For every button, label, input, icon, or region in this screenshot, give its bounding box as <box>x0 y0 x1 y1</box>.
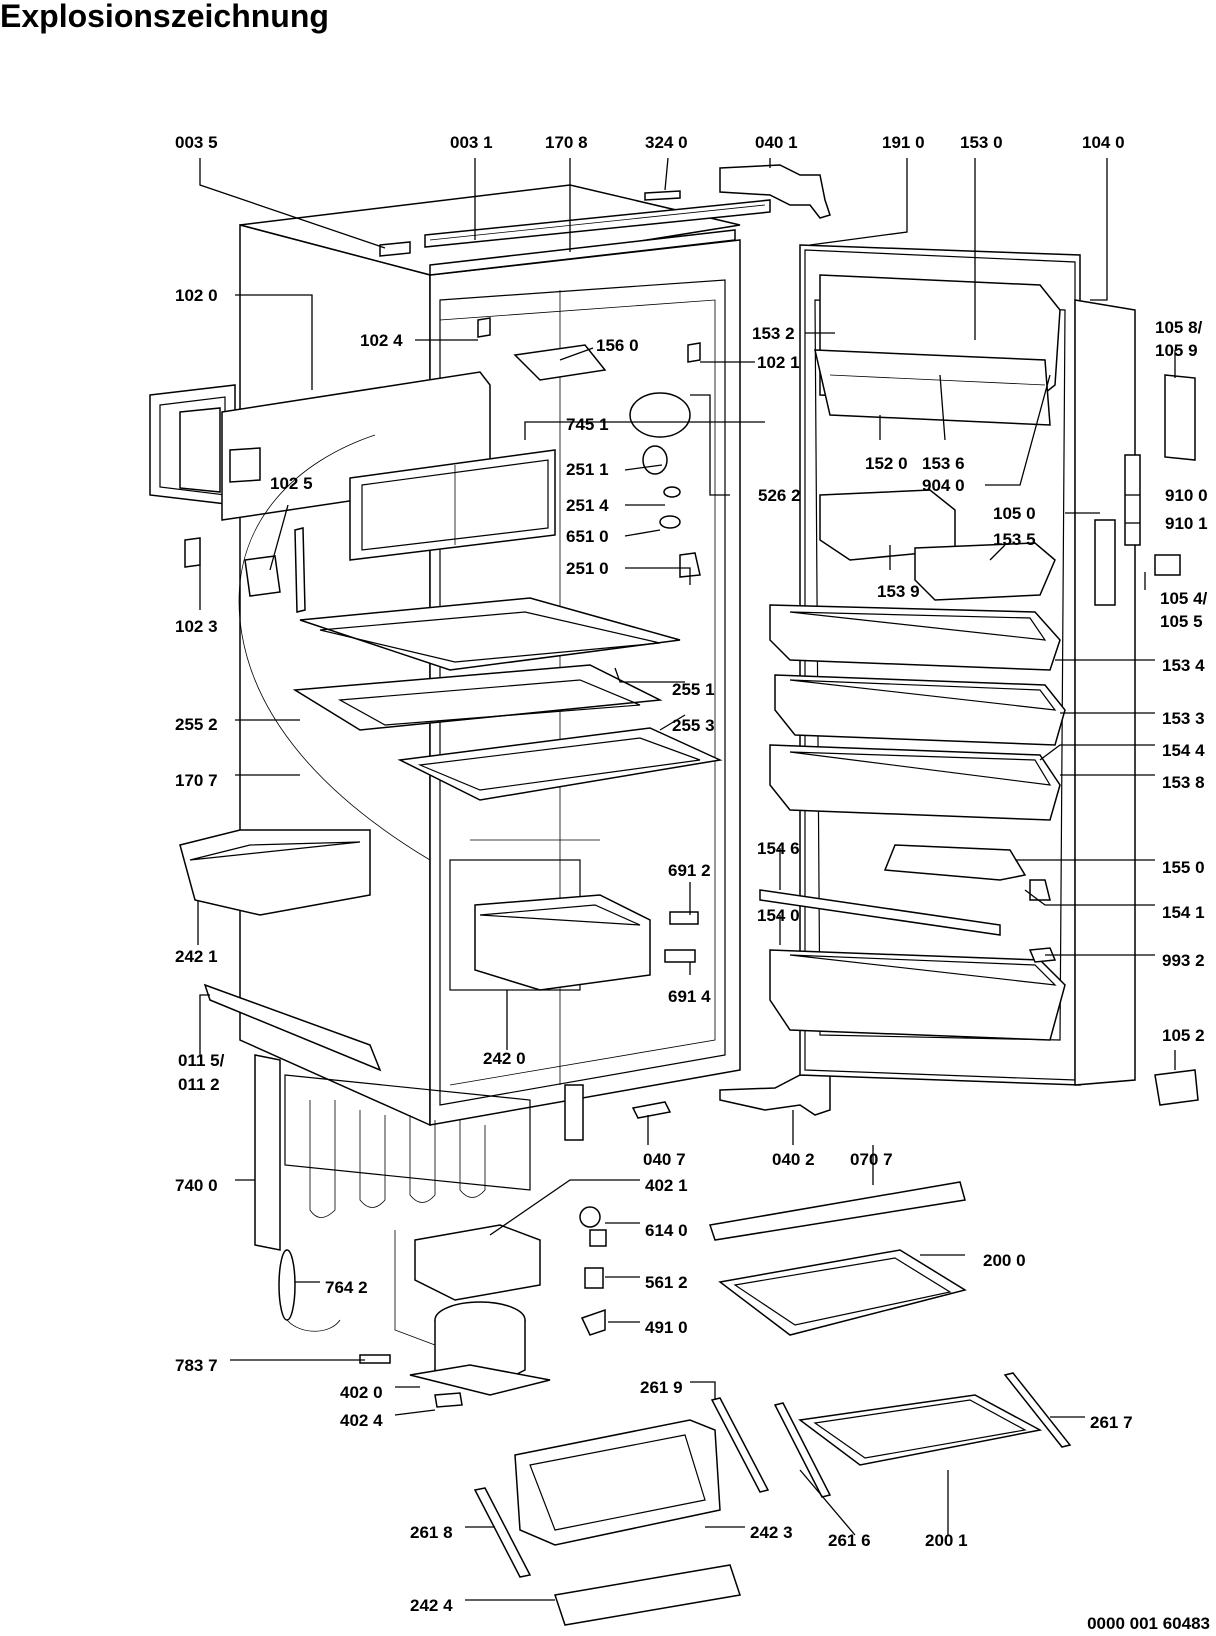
label-740-0: 740 0 <box>175 1176 218 1195</box>
label-261-8: 261 8 <box>410 1523 453 1542</box>
label-153-5: 153 5 <box>993 530 1036 549</box>
label-105-5: 105 5 <box>1160 612 1203 631</box>
label-154-6: 154 6 <box>757 839 800 858</box>
label-251-1: 251 1 <box>566 460 609 479</box>
label-156-0: 156 0 <box>596 336 639 355</box>
label-105-4: 105 4/ <box>1160 589 1208 608</box>
label-261-9: 261 9 <box>640 1378 683 1397</box>
label-154-0: 154 0 <box>757 906 800 925</box>
label-154-4: 154 4 <box>1162 741 1205 760</box>
label-170-8: 170 8 <box>545 133 588 152</box>
label-040-1: 040 1 <box>755 133 798 152</box>
label-153-4: 153 4 <box>1162 656 1205 675</box>
top-parts <box>379 164 831 276</box>
label-105-9: 105 9 <box>1155 341 1198 360</box>
label-491-0: 491 0 <box>645 1318 688 1337</box>
label-910-0: 910 0 <box>1165 486 1208 505</box>
document-number: 0000 001 60483 <box>1087 1614 1210 1633</box>
label-152-0: 152 0 <box>865 454 908 473</box>
label-105-8: 105 8/ <box>1155 318 1203 337</box>
label-191-0: 191 0 <box>882 133 925 152</box>
label-153-3: 153 3 <box>1162 709 1205 728</box>
bottom-frames <box>473 1181 1072 1626</box>
label-261-7: 261 7 <box>1090 1413 1133 1432</box>
label-402-4: 402 4 <box>340 1411 383 1430</box>
label-102-1: 102 1 <box>757 353 800 372</box>
label-153-8: 153 8 <box>1162 773 1205 792</box>
label-614-0: 614 0 <box>645 1221 688 1240</box>
label-153-6: 153 6 <box>922 454 965 473</box>
label-200-1: 200 1 <box>925 1531 968 1550</box>
label-070-7: 070 7 <box>850 1150 893 1169</box>
label-255-1: 255 1 <box>672 680 715 699</box>
condenser-coil <box>254 1054 584 1332</box>
label-105-0: 105 0 <box>993 504 1036 523</box>
label-104-0: 104 0 <box>1082 133 1125 152</box>
part-labels: 003 5 003 1 170 8 324 0 040 1 191 0 153 … <box>175 133 1208 1615</box>
label-526-2: 526 2 <box>758 486 801 505</box>
label-993-2: 993 2 <box>1162 951 1205 970</box>
glass-shelves <box>292 597 723 801</box>
page-title: Explosionszeichnung <box>0 0 329 34</box>
label-324-0: 324 0 <box>645 133 688 152</box>
label-651-0: 651 0 <box>566 527 609 546</box>
label-003-1: 003 1 <box>450 133 493 152</box>
label-102-5: 102 5 <box>270 474 313 493</box>
leader-lines <box>197 157 1176 1601</box>
label-783-7: 783 7 <box>175 1356 218 1375</box>
label-153-0: 153 0 <box>960 133 1003 152</box>
label-200-0: 200 0 <box>983 1251 1026 1270</box>
label-040-2: 040 2 <box>772 1150 815 1169</box>
label-255-2: 255 2 <box>175 715 218 734</box>
label-242-4: 242 4 <box>410 1596 453 1615</box>
label-105-2: 105 2 <box>1162 1026 1205 1045</box>
label-155-0: 155 0 <box>1162 858 1205 877</box>
label-102-0: 102 0 <box>175 286 218 305</box>
label-170-7: 170 7 <box>175 771 218 790</box>
label-910-1: 910 1 <box>1165 514 1208 533</box>
label-011-2: 011 2 <box>178 1075 220 1094</box>
label-691-4: 691 4 <box>668 987 711 1006</box>
label-251-4: 251 4 <box>566 496 609 515</box>
label-040-7: 040 7 <box>643 1150 686 1169</box>
label-102-3: 102 3 <box>175 617 218 636</box>
label-003-5: 003 5 <box>175 133 218 152</box>
label-153-2: 153 2 <box>752 324 795 343</box>
label-402-1: 402 1 <box>645 1176 688 1195</box>
door-bins <box>759 274 1199 1106</box>
label-691-2: 691 2 <box>668 861 711 880</box>
label-242-0: 242 0 <box>483 1049 526 1068</box>
label-011-5: 011 5/ <box>178 1051 225 1070</box>
label-261-6: 261 6 <box>828 1531 871 1550</box>
label-153-9: 153 9 <box>877 582 920 601</box>
label-561-2: 561 2 <box>645 1273 688 1292</box>
label-402-0: 402 0 <box>340 1383 383 1402</box>
compressor <box>359 1074 831 1408</box>
label-764-2: 764 2 <box>325 1278 368 1297</box>
label-251-0: 251 0 <box>566 559 609 578</box>
freezer-compartment <box>149 317 701 861</box>
label-242-1: 242 1 <box>175 947 218 966</box>
label-255-3: 255 3 <box>672 716 715 735</box>
label-242-3: 242 3 <box>750 1523 793 1542</box>
label-904-0: 904 0 <box>922 476 965 495</box>
label-745-1: 745 1 <box>566 415 609 434</box>
label-154-1: 154 1 <box>1162 903 1205 922</box>
label-102-4: 102 4 <box>360 331 403 350</box>
